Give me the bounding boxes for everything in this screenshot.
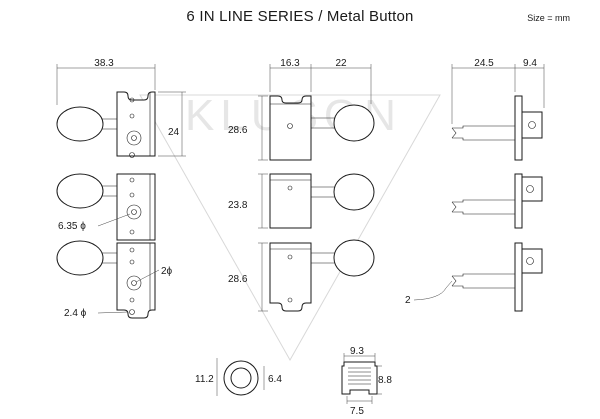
dim-width-label: 38.3 — [94, 58, 114, 69]
ferrule-view: 9.3 8.8 7.5 — [341, 346, 392, 417]
profile-tuner-2 — [451, 173, 543, 229]
front-tuner-1 — [56, 91, 156, 158]
dim-ferrule-bottom-label: 7.5 — [350, 406, 364, 417]
dim-screw-hole-label: 2.4 ϕ — [64, 308, 87, 319]
button — [56, 240, 104, 276]
front-tuner-3 — [56, 240, 156, 319]
button — [56, 106, 104, 142]
profile-tuner-1 — [451, 95, 543, 161]
dim-ferrule-height-label: 8.8 — [378, 375, 392, 386]
housing-plate — [116, 91, 156, 157]
unit-note: Size = mm — [527, 13, 570, 23]
dim-post-length-label: 24.5 — [474, 58, 494, 69]
profile-view: 24.5 9.4 2 — [405, 58, 545, 312]
dim-base-depth-label: 9.4 — [523, 58, 537, 69]
dim-bushing-inner-label: 6.4 — [268, 374, 282, 385]
dim-height-label: 24 — [168, 127, 180, 138]
dim-small-hole-label: 2ϕ — [161, 266, 173, 277]
dim-plate-width-label: 16.3 — [280, 58, 300, 69]
front-tuner-2 — [56, 173, 156, 241]
dim-middle-height-label: 23.8 — [228, 200, 248, 211]
dim-shaft-label: 6.35 ϕ — [58, 221, 86, 232]
side-tuner-3 — [269, 239, 375, 312]
dim-post-slot-label: 2 — [405, 295, 411, 306]
profile-tuner-3 — [451, 242, 543, 312]
ferrule-body — [341, 361, 378, 395]
side-view: 16.3 22 28.6 23.8 28.6 — [228, 58, 375, 312]
bushing-inner — [230, 367, 252, 389]
bushing-view: 11.2 6.4 — [195, 358, 282, 396]
dim-bushing-outer-label: 11.2 — [195, 374, 214, 385]
dim-ferrule-top-label: 9.3 — [350, 346, 364, 357]
dim-upper-height-label: 28.6 — [228, 125, 248, 136]
side-tuner-2 — [269, 173, 375, 229]
front-view: 38.3 24 6.35 ϕ 2ϕ 2.4 ϕ — [56, 58, 186, 319]
dim-button-length-label: 22 — [335, 58, 347, 69]
button — [56, 173, 104, 209]
dim-lower-height-label: 28.6 — [228, 274, 248, 285]
page-title: 6 IN LINE SERIES / Metal Button — [186, 8, 414, 25]
side-tuner-1 — [269, 95, 375, 161]
housing-plate — [116, 173, 156, 241]
housing-plate — [116, 242, 156, 319]
